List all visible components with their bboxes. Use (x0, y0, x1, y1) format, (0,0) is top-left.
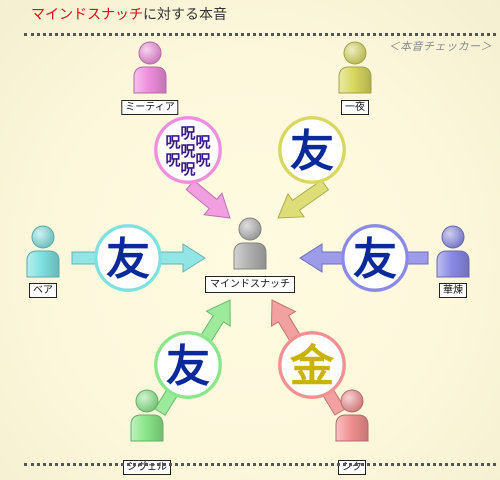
ichiya-feeling-badge: 友 (278, 116, 346, 184)
miteia-figure (133, 41, 167, 94)
curse-glyph: 呪 (165, 133, 180, 151)
shiveru-feeling-glyph: 友 (166, 341, 210, 392)
title-target-name: マインドスナッチ (31, 7, 143, 23)
curse-glyph: 呪 (180, 124, 195, 142)
shiveru-feeling-badge: 友 (154, 331, 222, 399)
arrows-layer (71, 179, 429, 416)
karen-feeling-badge: 友 (341, 224, 409, 292)
curse-glyph: 呪 (195, 151, 210, 169)
shiku-feeling-badge: 金 (278, 331, 346, 399)
title-suffix: に対する本音 (143, 7, 227, 23)
top-divider (24, 33, 496, 36)
curse-glyph: 呪 (180, 160, 195, 178)
shiku-figure (335, 389, 369, 442)
bea-feeling-badge: 友 (94, 224, 162, 292)
curse-glyph: 呪 (165, 151, 180, 169)
center-name-label: マインドスナッチ (205, 276, 295, 293)
bea-name-label: ベア (29, 283, 57, 298)
karen-feeling-glyph: 友 (353, 234, 397, 285)
miteia-arrow (185, 179, 231, 219)
ichiya-figure (338, 41, 372, 94)
ichiya-feeling-glyph: 友 (290, 126, 334, 177)
center-figure (233, 217, 267, 270)
bea-figure (26, 225, 60, 278)
figures-layer (26, 41, 470, 442)
miteia-feeling-badge: 呪呪呪呪呪呪呪 (154, 116, 222, 184)
curse-glyph: 呪 (195, 133, 210, 151)
badges-layer: 呪呪呪呪呪呪呪友友友友金 (94, 116, 409, 399)
page-title: マインドスナッチに対する本音 (31, 6, 227, 24)
ichiya-name-label: 一夜 (341, 100, 369, 115)
karen-figure (436, 225, 470, 278)
curse-glyph: 呪 (180, 142, 195, 160)
miteia-name-label: ミーティア (121, 100, 179, 115)
shiveru-figure (130, 389, 164, 442)
bea-feeling-glyph: 友 (106, 234, 150, 285)
checker-subtitle: ＜本音チェッカー＞ (388, 40, 492, 53)
shiku-feeling-glyph: 金 (289, 341, 335, 392)
karen-name-label: 華煉 (439, 283, 467, 298)
bottom-divider (24, 463, 496, 466)
ichiya-arrow (277, 179, 330, 219)
